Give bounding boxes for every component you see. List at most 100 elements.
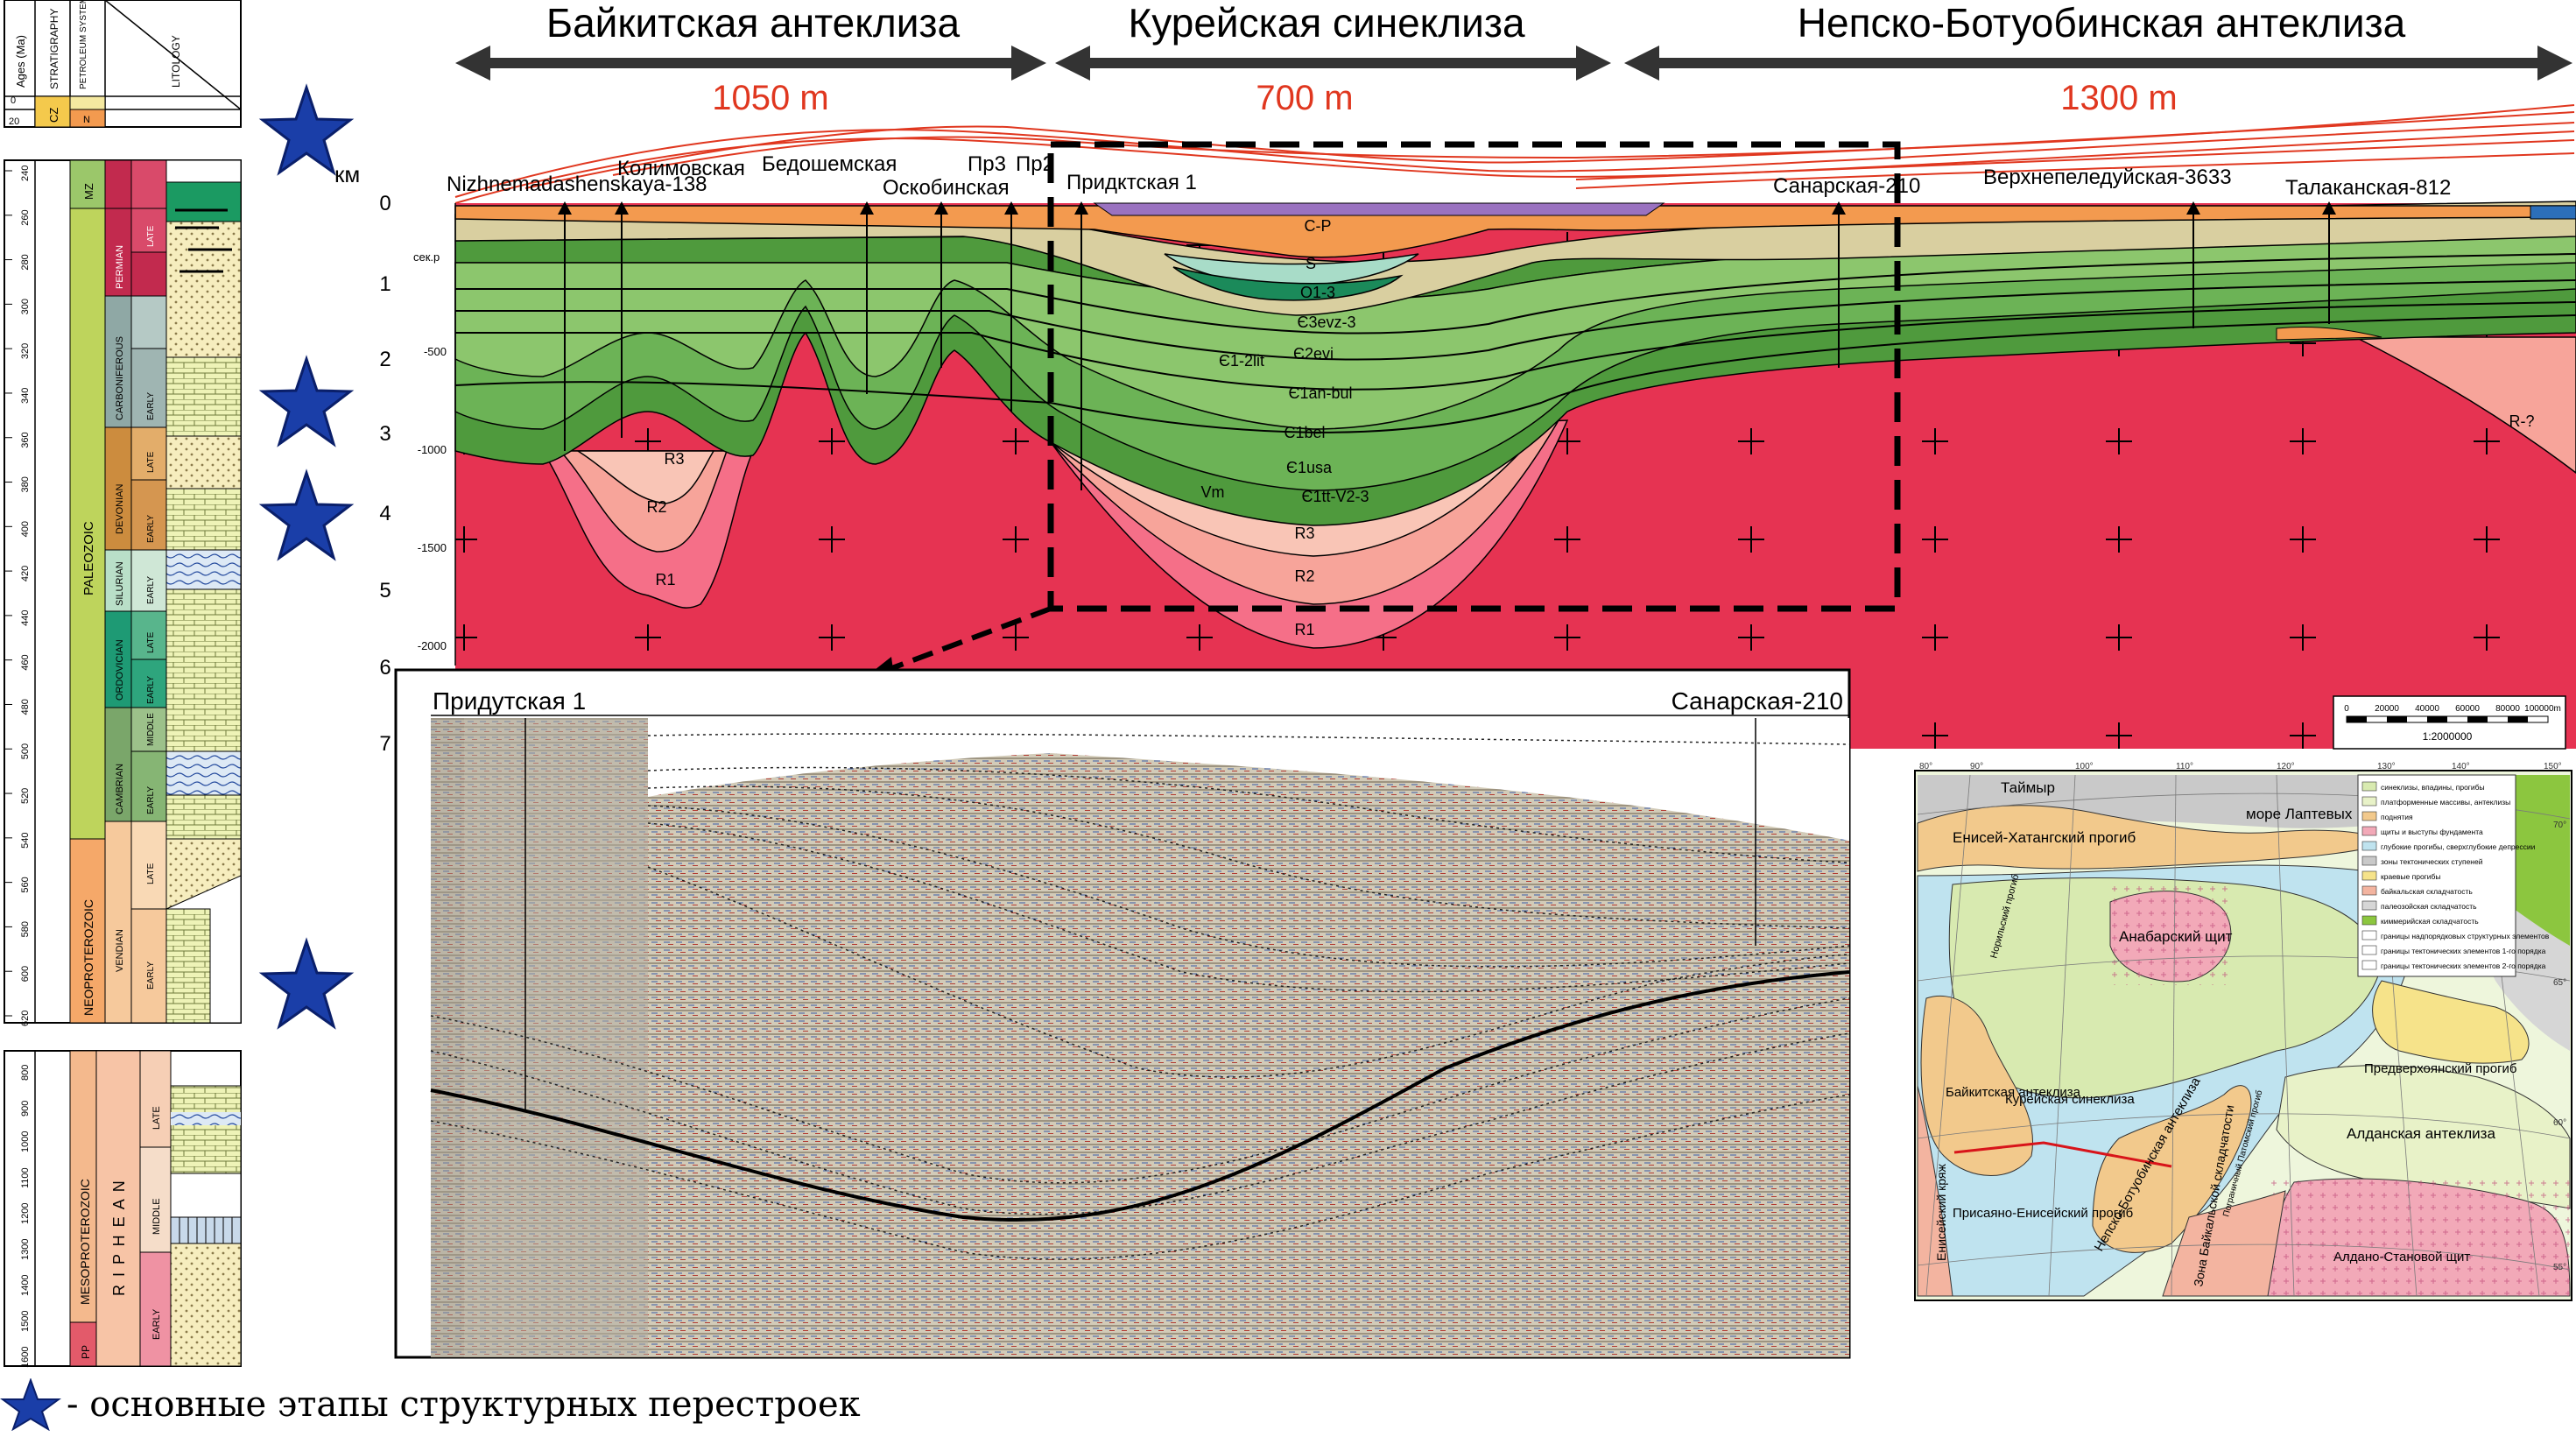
map-legend-swatch bbox=[2361, 870, 2377, 881]
depth-km-tick: 3 bbox=[379, 422, 391, 446]
strat-age-tick: 480 bbox=[20, 699, 31, 715]
scale-tick: 80000 bbox=[2495, 704, 2520, 714]
layer-label: Vm bbox=[1201, 483, 1225, 501]
star-icon bbox=[0, 1378, 61, 1431]
map-lat-tick: 70° bbox=[2553, 821, 2566, 830]
region-name: Байкитская антеклиза bbox=[546, 0, 961, 46]
scale-tick: 100000m bbox=[2524, 704, 2561, 714]
layer-label: Є1-2lit bbox=[1219, 352, 1264, 370]
well-label: Оскобинская bbox=[883, 176, 1010, 200]
map-label: Присаяно-Енисейский прогиб bbox=[1953, 1206, 2133, 1221]
layer-label: S bbox=[1306, 255, 1316, 272]
seismic-right-well: Санарская-210 bbox=[1672, 687, 1843, 715]
map-label: Енисей-Хатангский прогиб bbox=[1953, 829, 2136, 846]
map-lon-tick: 120° bbox=[2277, 762, 2295, 771]
map-legend-swatch bbox=[2361, 885, 2377, 896]
legend-note-text: - основные этапы структурных перестроек bbox=[67, 1384, 861, 1425]
scale-tick: 40000 bbox=[2415, 704, 2439, 714]
map-lon-tick: 80° bbox=[1919, 762, 1932, 771]
well-label: Придктская 1 bbox=[1066, 171, 1197, 194]
map-lat-tick: 55° bbox=[2553, 1263, 2566, 1272]
layer-label: Є1an-bul bbox=[1289, 384, 1353, 402]
strat-age-tick: 560 bbox=[20, 877, 31, 892]
map-legend-label: платформенные массивы, антеклизы bbox=[2381, 798, 2510, 807]
stratigraphy-column: Ages (Ma) STRATIGRAPHY PETROLEUM SYSTEMS… bbox=[4, 0, 242, 1368]
strat-age-tick: 900 bbox=[20, 1101, 31, 1116]
map-lon-tick: 110° bbox=[2176, 762, 2193, 771]
depth-km-tick: 4 bbox=[379, 502, 391, 525]
star-icon bbox=[258, 355, 355, 447]
depth-unit-label: сек.р bbox=[413, 250, 440, 264]
map-label: Енисейский кряж bbox=[1934, 1164, 1948, 1261]
strat-age-tick: 420 bbox=[20, 566, 31, 581]
strat-age-tick: 400 bbox=[20, 521, 31, 537]
strat-age-tick: 1400 bbox=[20, 1275, 31, 1296]
map-legend-label: зоны тектонических ступеней bbox=[2381, 857, 2483, 866]
legend-note: - основные этапы структурных перестроек bbox=[0, 1377, 963, 1433]
map-label: Таймыр bbox=[2001, 779, 2055, 796]
strat-era-pp: PP bbox=[80, 1345, 92, 1359]
scale-tick: 0 bbox=[2344, 704, 2349, 714]
seismic-left-well: Придутская 1 bbox=[433, 687, 586, 715]
strat-era-mz: MZ bbox=[82, 183, 95, 200]
strat-age-tick: 500 bbox=[20, 743, 31, 759]
strat-epoch-9: EARLY bbox=[146, 786, 156, 814]
strat-epoch-6: LATE bbox=[146, 631, 156, 653]
strat-epoch-4: EARLY bbox=[146, 515, 156, 543]
well-label: Nizhnemadashenskaya-138 bbox=[447, 173, 707, 196]
strat-age-tick: 380 bbox=[20, 476, 31, 492]
map-legend-swatch bbox=[2361, 811, 2377, 821]
strat-period-riphean: R I P H E A N bbox=[110, 1179, 128, 1296]
map-legend-swatch bbox=[2361, 900, 2377, 911]
depth-km-tick: 7 bbox=[379, 732, 391, 756]
strat-header-ages: Ages (Ma) bbox=[14, 35, 27, 88]
layer-label: Є3evz-3 bbox=[1298, 313, 1356, 331]
strat-age-tick: 1600 bbox=[20, 1347, 31, 1368]
strat-epoch-10: LATE bbox=[146, 863, 156, 884]
map-lon-tick: 90° bbox=[1970, 762, 1983, 771]
map-label: море Лаптевых bbox=[2246, 806, 2353, 822]
strat-epoch-5: EARLY bbox=[146, 576, 156, 604]
region-arrow bbox=[1624, 46, 2572, 81]
scale-ratio: 1:2000000 bbox=[2423, 730, 2473, 743]
region-thickness: 700 m bbox=[1256, 79, 1353, 117]
well-label: Пр3 bbox=[968, 152, 1006, 176]
strat-bottom-epoch-late: LATE bbox=[151, 1106, 162, 1130]
layer-label: R2 bbox=[646, 498, 666, 516]
layer-label: R-? bbox=[2509, 412, 2534, 430]
strat-epoch-8: MIDDLE bbox=[146, 713, 156, 746]
map-label: Анабарский щит bbox=[2119, 928, 2233, 945]
zoom-box bbox=[1047, 141, 1901, 612]
map-lon-tick: 150° bbox=[2544, 762, 2562, 771]
strat-header-lithology: LITOLOGY bbox=[170, 35, 182, 88]
star-icon bbox=[258, 937, 355, 1030]
map-legend-swatch bbox=[2361, 915, 2377, 926]
strat-header-petroleum: PETROLEUM SYSTEMS bbox=[79, 0, 88, 89]
map-label: Предверхоянский прогиб bbox=[2364, 1061, 2517, 1076]
map-lon-tick: 130° bbox=[2377, 762, 2396, 771]
map-legend-swatch bbox=[2361, 930, 2377, 940]
strat-period-devonian: DEVONIAN bbox=[115, 483, 125, 534]
map-legend-swatch bbox=[2361, 945, 2377, 955]
map-legend-label: поднятия bbox=[2381, 813, 2413, 821]
strat-age-tick: 800 bbox=[20, 1065, 31, 1081]
strat-epoch-2: EARLY bbox=[146, 392, 156, 420]
well-label: Бедошемская bbox=[762, 152, 897, 176]
strat-age-tick: 1000 bbox=[20, 1131, 31, 1152]
strat-period-silurian: SILURIAN bbox=[115, 561, 125, 606]
map-label: Алданская антеклиза bbox=[2347, 1125, 2495, 1142]
map-lat-tick: 65° bbox=[2553, 978, 2566, 988]
strat-age-tick: 300 bbox=[20, 299, 31, 314]
layer-label: Є1bel bbox=[1284, 424, 1326, 441]
layer-label: O1-3 bbox=[1300, 284, 1335, 301]
map-legend: синеклизы, впадины, прогибыплатформенные… bbox=[2357, 774, 2550, 977]
strat-epoch-1: LATE bbox=[146, 225, 156, 247]
cross-section: Nizhnemadashenskaya-138 Колимовская Бедо… bbox=[379, 104, 2576, 756]
depth-km-tick: 2 bbox=[379, 348, 391, 371]
map-legend-label: палеозойская складчатость bbox=[2381, 902, 2477, 911]
map-legend-label: глубокие прогибы, сверхглубокие депресси… bbox=[2381, 842, 2536, 851]
layer-label: C-P bbox=[1305, 217, 1332, 235]
depth-km-tick: 6 bbox=[379, 656, 391, 680]
